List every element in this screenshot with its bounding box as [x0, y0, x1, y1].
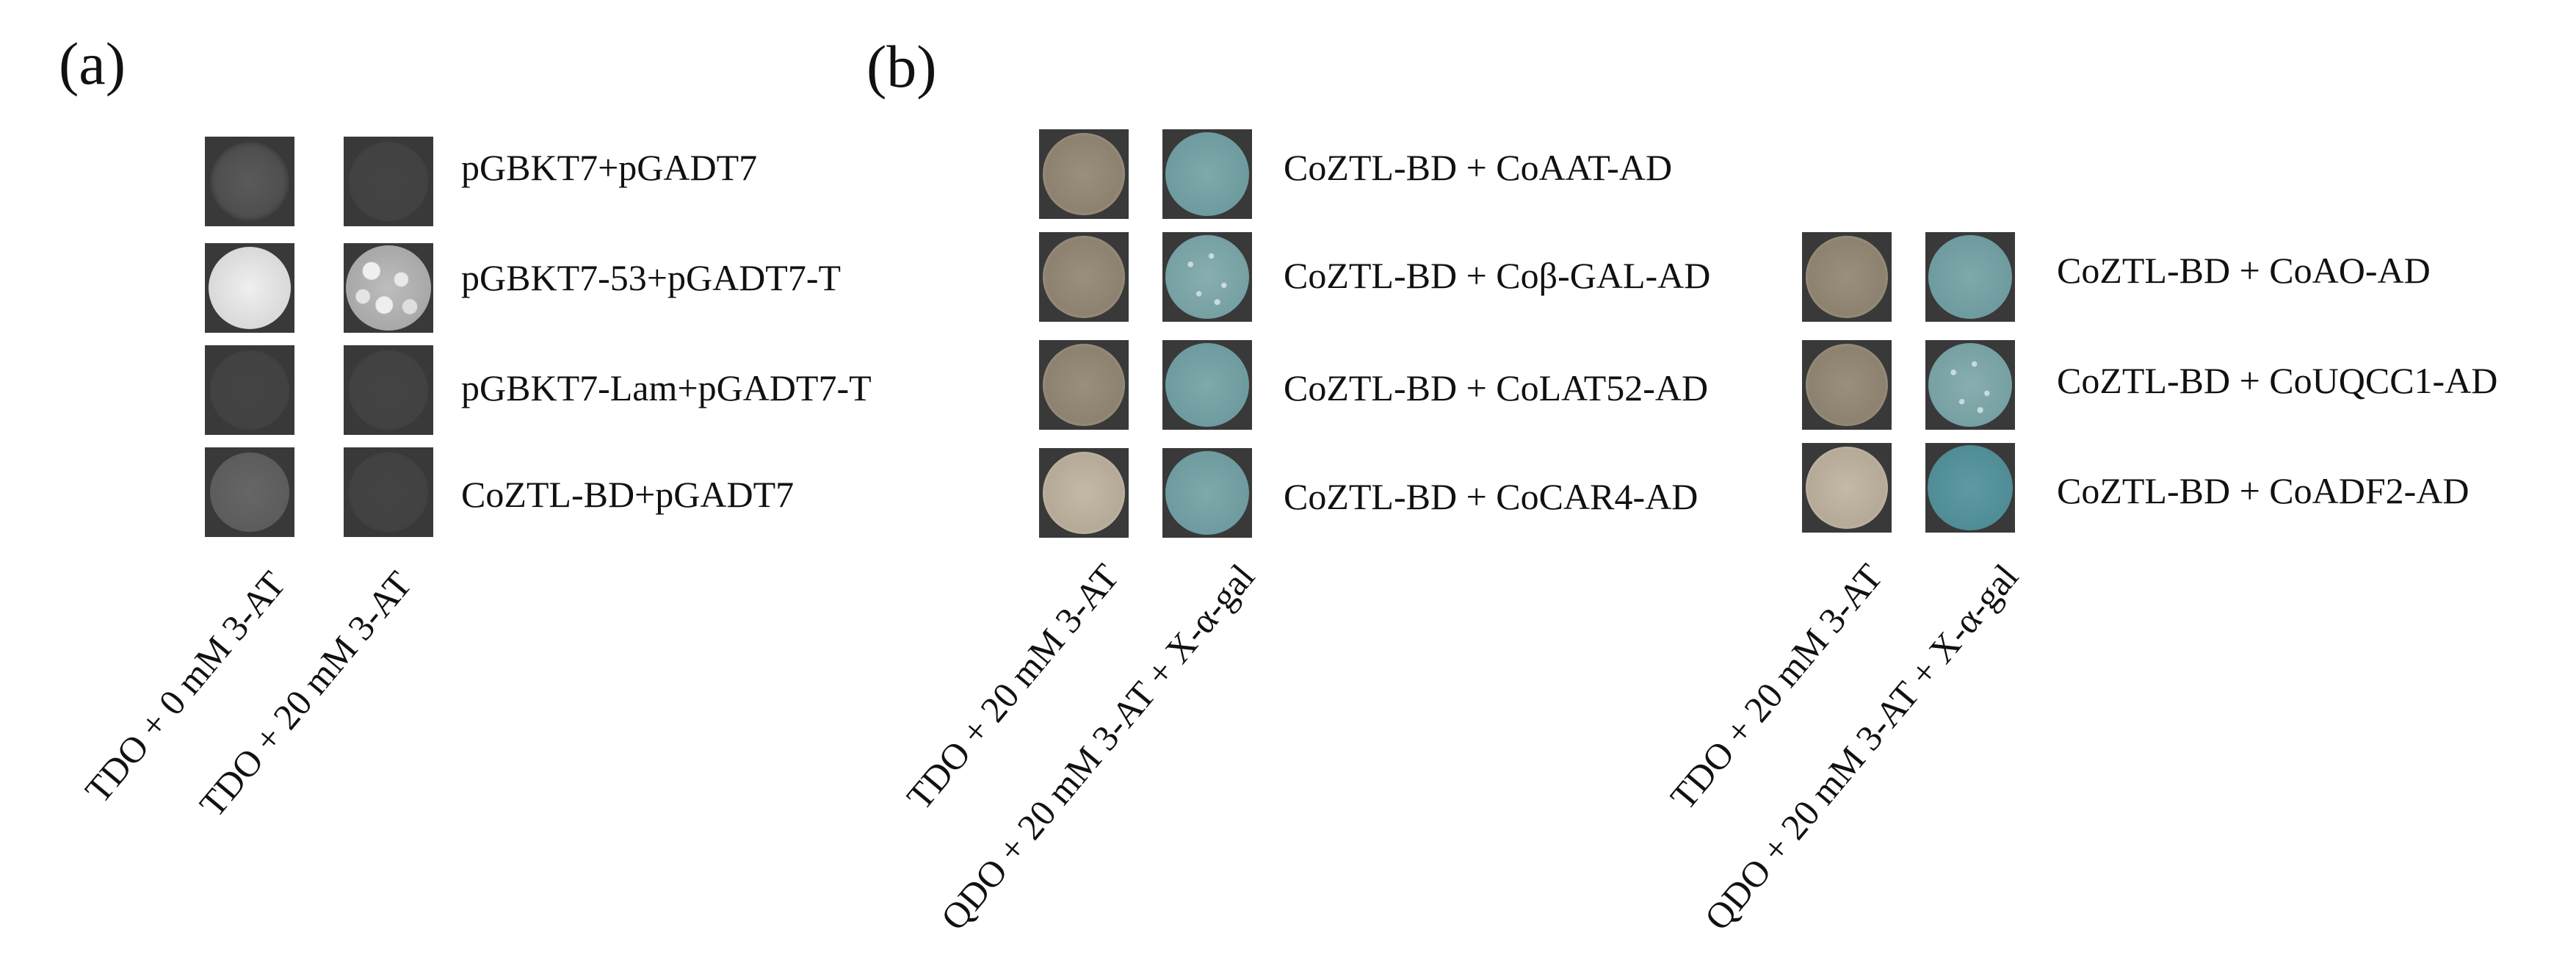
colony — [346, 245, 431, 331]
colony — [1928, 235, 2012, 319]
colony — [210, 350, 289, 430]
panel-b-left-spot-r2-tdo — [1039, 232, 1129, 322]
panel-b-label: (b) — [866, 33, 937, 100]
colony — [1165, 343, 1249, 427]
panel-b-left-spot-r3-qdo — [1162, 340, 1252, 430]
panel-a-col-label-2: TDO + 20 mM 3-AT — [191, 563, 420, 825]
panel-a-row-label-4: CoZTL-BD+pGADT7 — [461, 474, 795, 515]
panel-a-spot-r3-c1 — [205, 345, 294, 435]
panel-b-right-row-label-1: CoZTL-BD + CoAO-AD — [2057, 250, 2431, 291]
panel-a-spot-r4-c1 — [205, 447, 294, 537]
panel-b-right-spot-r1-tdo — [1802, 232, 1892, 322]
colony — [1043, 236, 1125, 318]
panel-b-left-spot-r4-tdo — [1039, 448, 1129, 538]
panel-b-left-row-label-3: CoZTL-BD + CoLAT52-AD — [1284, 367, 1709, 408]
panel-b-left-row-label-1: CoZTL-BD + CoAAT-AD — [1284, 147, 1673, 188]
colony — [1806, 344, 1888, 426]
colony — [349, 142, 428, 221]
colony — [1043, 452, 1125, 534]
panel-a-spot-r4-c2 — [344, 447, 433, 537]
panel-b-left-spot-r1-qdo — [1162, 129, 1252, 219]
panel-a-row-label-2: pGBKT7-53+pGADT7-T — [461, 257, 842, 298]
colony — [210, 453, 289, 532]
panel-a-label: (a) — [59, 30, 126, 97]
panel-a-spot-r1-c1 — [205, 137, 294, 226]
panel-a-row-label-3: pGBKT7-Lam+pGADT7-T — [461, 367, 872, 408]
colony — [1043, 133, 1125, 215]
colony — [209, 247, 291, 329]
panel-b-right-spot-r1-qdo — [1925, 232, 2015, 322]
colony — [1165, 235, 1249, 319]
panel-a-spot-r3-c2 — [344, 345, 433, 435]
panel-a-spot-r2-c2 — [344, 243, 433, 333]
panel-b-right-row-label-2: CoZTL-BD + CoUQCC1-AD — [2057, 360, 2498, 401]
panel-a-row-label-1: pGBKT7+pGADT7 — [461, 147, 758, 188]
colony — [1165, 451, 1249, 535]
panel-b-right-spot-r2-tdo — [1802, 340, 1892, 430]
colony — [1928, 445, 2013, 530]
colony — [1806, 447, 1888, 529]
panel-b-left-spot-r1-tdo — [1039, 129, 1129, 219]
colony — [349, 453, 428, 532]
panel-b-right-spot-r2-qdo — [1925, 340, 2015, 430]
colony — [1806, 236, 1888, 318]
panel-b-left-row-label-2: CoZTL-BD + Coβ-GAL-AD — [1284, 255, 1711, 296]
panel-b-right-spot-r3-qdo — [1925, 443, 2015, 533]
colony — [1043, 344, 1125, 426]
colony — [1928, 343, 2012, 427]
panel-b-left-spot-r4-qdo — [1162, 448, 1252, 538]
panel-b-left-spot-r2-qdo — [1162, 232, 1252, 322]
panel-b-right-row-label-3: CoZTL-BD + CoADF2-AD — [2057, 470, 2470, 511]
panel-b-left-row-label-4: CoZTL-BD + CoCAR4-AD — [1284, 476, 1698, 517]
panel-a-spot-r2-c1 — [205, 243, 294, 333]
panel-b-left-spot-r3-tdo — [1039, 340, 1129, 430]
colony — [1165, 132, 1249, 216]
colony — [210, 142, 289, 221]
colony — [349, 350, 428, 430]
panel-a-spot-r1-c2 — [344, 137, 433, 226]
panel-b-right-spot-r3-tdo — [1802, 443, 1892, 533]
